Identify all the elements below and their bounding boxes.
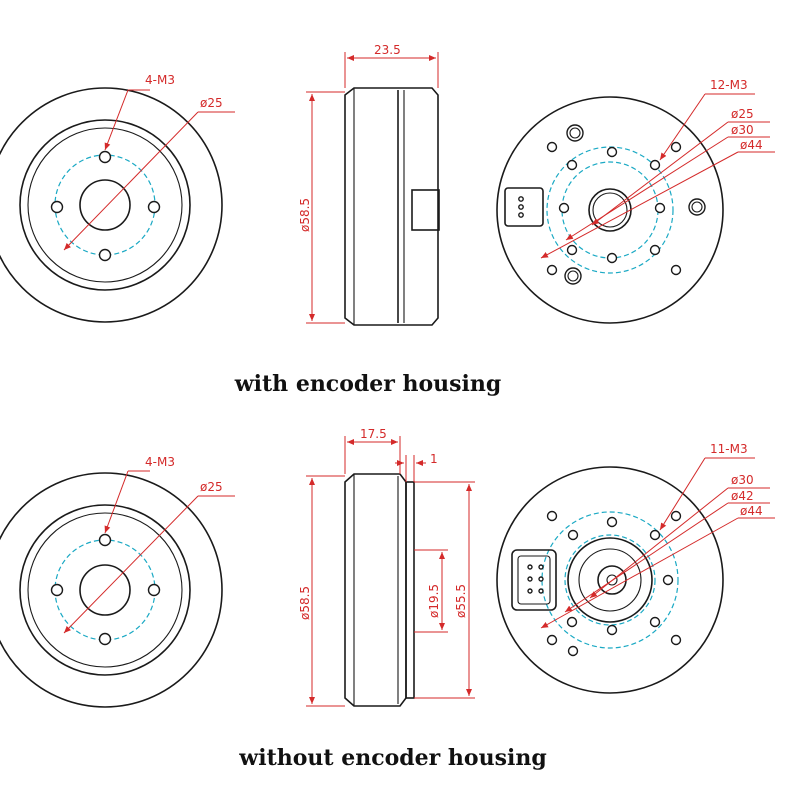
mount-hole: [98, 632, 112, 646]
mount-hole: [606, 146, 618, 158]
width-dimension-label: 23.5: [374, 43, 401, 57]
mount-hole: [649, 616, 661, 628]
top-front-view: 4-M3 ø25: [0, 73, 235, 323]
rear-dia-label-1: ø30: [731, 473, 754, 487]
mount-hole: [566, 159, 578, 171]
mount-hole: [546, 634, 558, 646]
rear-pitch-circle-inner: [564, 534, 656, 626]
mount-hole: [147, 200, 161, 214]
hole-count-label: 4-M3: [145, 73, 175, 87]
mount-hole: [670, 634, 682, 646]
mount-hole: [670, 141, 682, 153]
height-dimension-label: ø58.5: [298, 586, 312, 620]
face-inner-ring: [27, 512, 183, 668]
rear-pitch-circle-inner: [561, 161, 659, 259]
bottom-front-view: 4-M3 ø25: [0, 455, 235, 708]
rear-dia-label-2: ø42: [731, 489, 754, 503]
outer-diameter-label: ø55.5: [454, 584, 468, 618]
mount-hole: [670, 510, 682, 522]
height-dimension-label: ø58.5: [298, 198, 312, 232]
bottom-rear-view: 11-M3 ø30 ø42 ø44: [496, 442, 775, 694]
mount-hole: [558, 202, 570, 214]
mount-hole: [50, 583, 64, 597]
mount-hole: [98, 248, 112, 262]
step-dimension-label: 1: [430, 452, 438, 466]
mount-hole: [98, 150, 112, 164]
face-ring: [19, 119, 191, 291]
rear-outer-rim: [496, 96, 724, 324]
mount-hole: [649, 159, 661, 171]
mount-hole: [98, 533, 112, 547]
top-rear-view: 12-M3 ø25 ø30 ø44: [496, 78, 775, 324]
mount-hole: [50, 200, 64, 214]
pitch-diameter-label: ø25: [200, 480, 223, 494]
connector-block: [511, 549, 557, 611]
hole-count-label: 4-M3: [145, 455, 175, 469]
face-inner-ring: [27, 127, 183, 283]
mount-hole-large: [688, 198, 706, 216]
center-bore: [79, 179, 131, 231]
mount-hole: [567, 645, 579, 657]
center-bore: [79, 564, 131, 616]
mount-hole: [654, 202, 666, 214]
rear-outer-rim: [496, 466, 724, 694]
rear-hole-count-label: 11-M3: [710, 442, 748, 456]
rear-hole-count-label: 12-M3: [710, 78, 748, 92]
mount-hole: [662, 574, 674, 586]
pitch-diameter-label: ø25: [200, 96, 223, 110]
mount-hole: [566, 616, 578, 628]
width-dimension-label: 17.5: [360, 427, 387, 441]
rear-hub-ring: [567, 537, 653, 623]
mount-hole: [670, 264, 682, 276]
top-caption: with encoder housing: [234, 371, 502, 397]
encoder-tab: [411, 189, 440, 231]
mount-hole-large: [566, 124, 584, 142]
outer-rim: [0, 472, 223, 708]
bottom-side-view: 17.5 1 ø58.5 ø19.5 ø55.5: [298, 427, 475, 707]
rear-dia-label-3: ø44: [740, 138, 763, 152]
mount-hole: [649, 244, 661, 256]
rear-flange: [405, 481, 415, 699]
encoder-connector: [504, 187, 544, 227]
inner-diameter-label: ø19.5: [427, 584, 441, 618]
outer-rim: [0, 87, 223, 323]
rear-pitch-circle-outer: [541, 511, 679, 649]
mount-hole: [606, 624, 618, 636]
mount-hole: [546, 141, 558, 153]
mount-hole: [147, 583, 161, 597]
mount-hole: [649, 529, 661, 541]
motor-body-side: [344, 87, 439, 326]
pitch-circle: [54, 154, 156, 256]
mount-hole: [606, 516, 618, 528]
mount-hole: [546, 510, 558, 522]
rear-dia-label-3: ø44: [740, 504, 763, 518]
mount-hole-large: [564, 267, 582, 285]
mount-hole: [566, 244, 578, 256]
rear-pitch-circle-outer: [546, 146, 674, 274]
top-side-view: 23.5 ø58.5: [298, 43, 440, 326]
mount-hole: [546, 264, 558, 276]
mount-hole: [606, 252, 618, 264]
rear-dia-label-1: ø25: [731, 107, 754, 121]
mount-hole: [567, 529, 579, 541]
rear-hub: [588, 188, 632, 232]
bottom-caption: without encoder housing: [238, 745, 546, 771]
face-ring: [19, 504, 191, 676]
rear-dia-label-2: ø30: [731, 123, 754, 137]
